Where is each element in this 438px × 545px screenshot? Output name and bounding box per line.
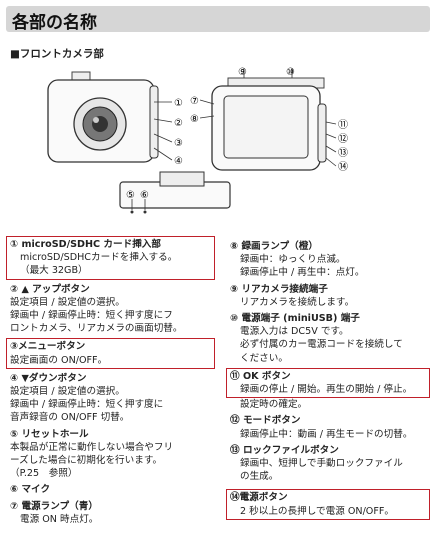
item-title: microSD/SDHC カード挿入部 (21, 239, 161, 250)
item-title: リセットホール (21, 428, 89, 440)
item-title: 電源端子 (miniUSB) 端子 (241, 313, 360, 325)
item-11-extra: 設定時の確定。 (230, 398, 430, 411)
item-3: ③メニューボタン 設定画面の ON/OFF。 (6, 338, 215, 369)
item-desc: 必ず付属のカー電源コードを接続して (240, 339, 403, 351)
page-header: 各部の名称 (6, 6, 430, 33)
item-5: ⑤ リセットホール 本製品が正常に動作しない場合やフリ ーズした場合に初期化を行… (10, 428, 215, 481)
callout-14: ⑭ (338, 161, 348, 173)
item-desc: 録画中 / 録画停止時：短く押す度に (10, 399, 164, 411)
item-title: リアカメラ接続端子 (241, 283, 328, 295)
item-title: 電源ランプ（青） (21, 500, 98, 512)
callout-1: ① (174, 98, 183, 109)
item-title: メニューボタン (18, 341, 86, 353)
item-desc: 録画停止中 / 再生中：点灯。 (240, 267, 365, 279)
item-desc: （P.25 参照） (10, 468, 78, 480)
callout-11: ⑪ (338, 119, 348, 131)
item-10: ⑩ 電源端子 (miniUSB) 端子 電源入力は DC5V です。 必ず付属の… (230, 312, 430, 365)
item-14: ⑭電源ボタン 2 秒以上の長押しで電源 ON/OFF。 (226, 489, 430, 520)
item-desc: 録画中、短押しで手動ロックファイル (240, 458, 403, 470)
callout-5: ⑤ (126, 190, 135, 201)
item-1: ① microSD/SDHC カード挿入部 microSD/SDHCカードを挿入… (6, 236, 215, 280)
item-13: ⑬ ロックファイルボタン 録画中、短押しで手動ロックファイル の生成。 (230, 444, 430, 484)
item-number: ⑤ (10, 428, 19, 440)
item-number: ⑦ (10, 500, 19, 512)
item-9: ⑨ リアカメラ接続端子 リアカメラを接続します。 (230, 283, 430, 309)
item-number: ① (10, 239, 19, 250)
item-desc: 電源入力は DC5V です。 (240, 326, 349, 338)
item-desc: 録画停止中：動画 / 再生モードの切替。 (240, 428, 413, 440)
item-title: ▼ダウンボタン (21, 372, 87, 384)
callout-10: ⑩ (286, 67, 295, 78)
camera-diagram: ① ② ③ ④ ⑤ ⑥ ⑨ ⑩ ⑦ ⑧ ⑪ ⑫ ⑬ ⑭ (47, 67, 348, 214)
item-number: ⑭ (230, 492, 240, 504)
callout-3: ③ (174, 138, 183, 149)
item-desc: リアカメラを接続します。 (240, 296, 355, 308)
item-desc: 録画中 / 録画停止時：短く押す度にフ (10, 310, 173, 322)
item-desc: の生成。 (240, 471, 279, 483)
item-title: 電源ボタン (239, 492, 288, 504)
callout-2: ② (174, 118, 183, 129)
item-number: ④ (10, 372, 19, 384)
item-title: ▲ アップボタン (21, 283, 90, 295)
item-number: ⑪ (230, 370, 240, 382)
item-title: ロックファイルボタン (242, 444, 339, 456)
front-camera-illustration (47, 71, 173, 163)
item-desc: 設定画面の ON/OFF。 (10, 354, 108, 366)
back-camera-illustration (199, 68, 337, 171)
item-title: 録画ランプ（橙） (241, 241, 318, 252)
item-6: ⑥ マイク (10, 483, 215, 496)
item-desc: （最大 32GB） (20, 265, 88, 277)
item-4: ④ ▼ダウンボタン 設定項目 / 設定値の選択。 録画中 / 録画停止時：短く押… (10, 372, 215, 425)
item-number: ⑥ (10, 484, 19, 496)
item-desc: 設定時の確定。 (240, 399, 308, 411)
section-title: ■フロントカメラ部 (10, 48, 104, 60)
item-desc: 2 秒以上の長押しで電源 ON/OFF。 (240, 505, 394, 517)
callout-4: ④ (174, 156, 183, 167)
callout-6: ⑥ (140, 190, 149, 201)
item-desc: 録画の停止 / 開始。再生の開始 / 停止。 (240, 384, 413, 396)
item-desc: 電源 ON 時点灯。 (20, 513, 99, 525)
item-number: ⑩ (230, 313, 239, 325)
page-title: 各部の名称 (12, 13, 97, 33)
left-column: ① microSD/SDHC カード挿入部 microSD/SDHCカードを挿入… (6, 236, 215, 529)
item-desc: microSD/SDHCカードを挿入する。 (20, 252, 178, 264)
callout-8: ⑧ (190, 114, 199, 125)
item-8: ⑧ 録画ランプ（橙） 録画中：ゆっくり点滅。 録画停止中 / 再生中：点灯。 (230, 240, 430, 280)
item-number: ② (10, 283, 19, 295)
item-number: ⑧ (230, 241, 239, 252)
item-number: ③ (10, 341, 19, 353)
item-desc: ください。 (240, 352, 288, 364)
item-12: ⑫ モードボタン 録画停止中：動画 / 再生モードの切替。 (230, 414, 430, 440)
item-title: モードボタン (242, 415, 301, 427)
item-2: ② ▲ アップボタン 設定項目 / 設定値の選択。 録画中 / 録画停止時：短く… (10, 283, 215, 336)
callout-12: ⑫ (338, 133, 348, 145)
item-7: ⑦ 電源ランプ（青） 電源 ON 時点灯。 (10, 500, 215, 526)
item-desc: 録画中：ゆっくり点滅。 (240, 254, 346, 266)
callout-7: ⑦ (190, 96, 199, 107)
item-title: マイク (21, 484, 51, 496)
item-number: ⑬ (230, 444, 240, 456)
item-desc: 音声録音の ON/OFF 切替。 (10, 412, 130, 424)
callout-9: ⑨ (238, 67, 247, 78)
item-number: ⑨ (230, 283, 239, 295)
item-11: ⑪ OK ボタン 録画の停止 / 開始。再生の開始 / 停止。 (226, 367, 430, 399)
item-desc: 本製品が正常に動作しない場合やフリ (10, 441, 174, 453)
bottom-camera-illustration (119, 171, 231, 214)
item-desc: ーズした場合に初期化を行います。 (10, 455, 163, 467)
callout-13: ⑬ (338, 147, 348, 159)
item-desc: 設定項目 / 設定値の選択。 (10, 386, 125, 398)
item-desc: ロントカメラ、リアカメラの画面切替。 (10, 323, 183, 335)
item-desc: 設定項目 / 設定値の選択。 (10, 296, 125, 308)
item-title: OK ボタン (242, 370, 291, 382)
item-number: ⑫ (230, 415, 240, 427)
right-column: ⑧ 録画ランプ（橙） 録画中：ゆっくり点滅。 録画停止中 / 再生中：点灯。 ⑨… (226, 240, 430, 523)
